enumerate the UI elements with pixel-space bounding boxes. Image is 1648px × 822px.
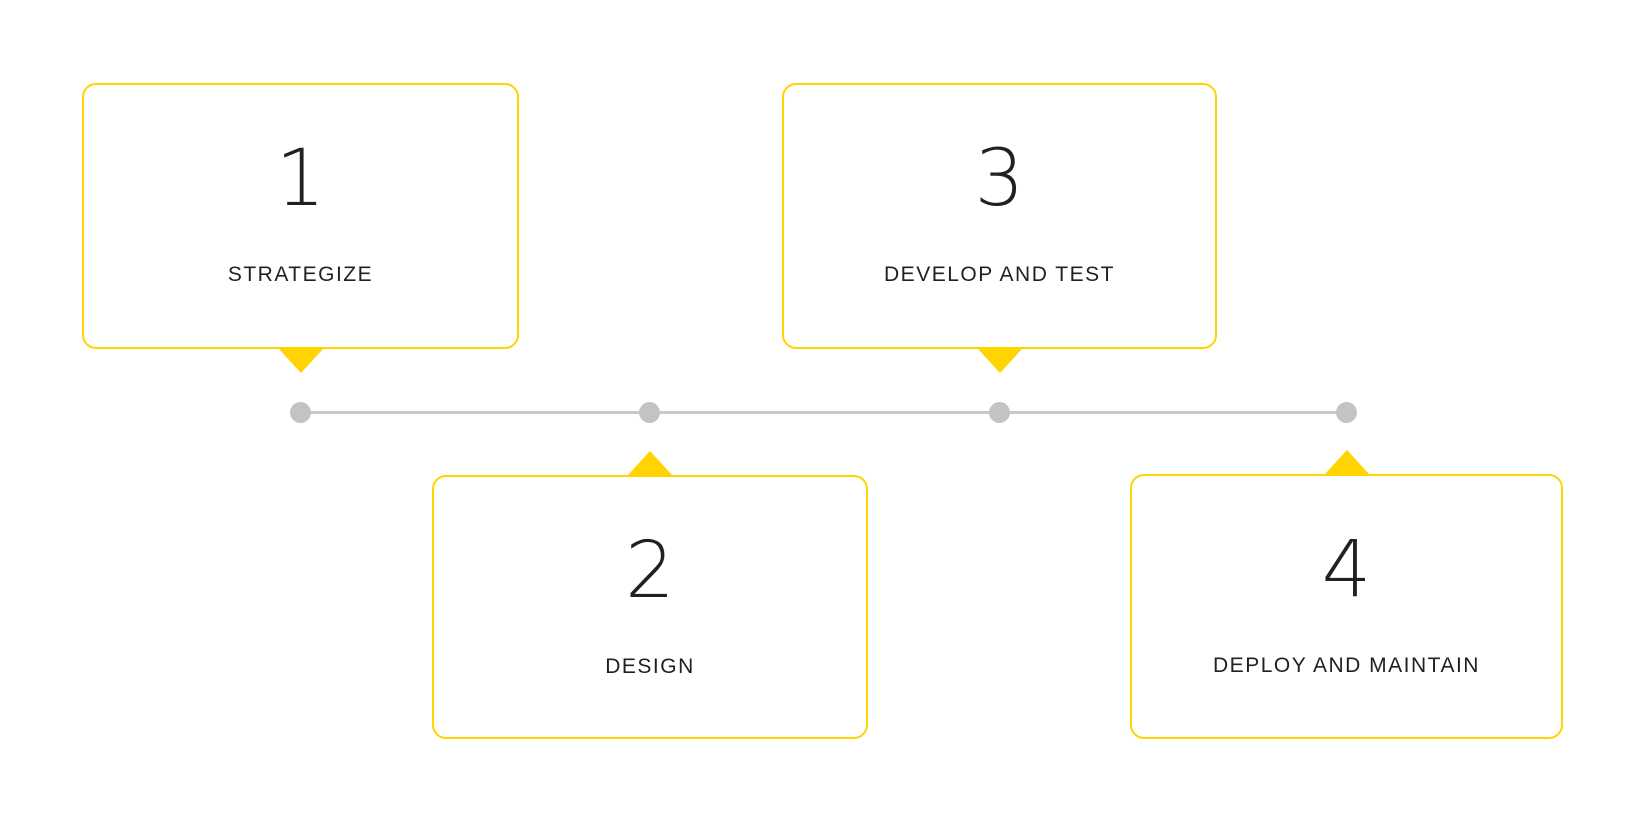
step-card-1: 1 STRATEGIZE bbox=[82, 83, 519, 373]
connector-arrow-down-icon bbox=[278, 349, 323, 373]
step-number: 2 bbox=[625, 526, 675, 616]
step-label: STRATEGIZE bbox=[227, 262, 374, 286]
timeline-dot-2 bbox=[639, 402, 660, 423]
connector-arrow-up-icon bbox=[628, 451, 672, 475]
step-card-2: 2 DESIGN bbox=[432, 451, 868, 739]
step-number: 4 bbox=[1321, 525, 1372, 615]
step-label: DEVELOP AND TEST bbox=[884, 262, 1115, 286]
connector-arrow-down-icon bbox=[977, 349, 1022, 373]
timeline-dot-1 bbox=[290, 402, 311, 423]
step-label: DESIGN bbox=[605, 654, 695, 678]
step-number: 3 bbox=[974, 134, 1025, 224]
step-number: 1 bbox=[275, 134, 326, 224]
connector-arrow-up-icon bbox=[1324, 450, 1369, 474]
timeline-dot-4 bbox=[1336, 402, 1357, 423]
step-label: DEPLOY AND MAINTAIN bbox=[1213, 653, 1480, 677]
step-card-4: 4 DEPLOY AND MAINTAIN bbox=[1130, 450, 1563, 739]
timeline-line bbox=[300, 411, 1347, 414]
step-card-3: 3 DEVELOP AND TEST bbox=[782, 83, 1217, 373]
timeline-dot-3 bbox=[989, 402, 1010, 423]
